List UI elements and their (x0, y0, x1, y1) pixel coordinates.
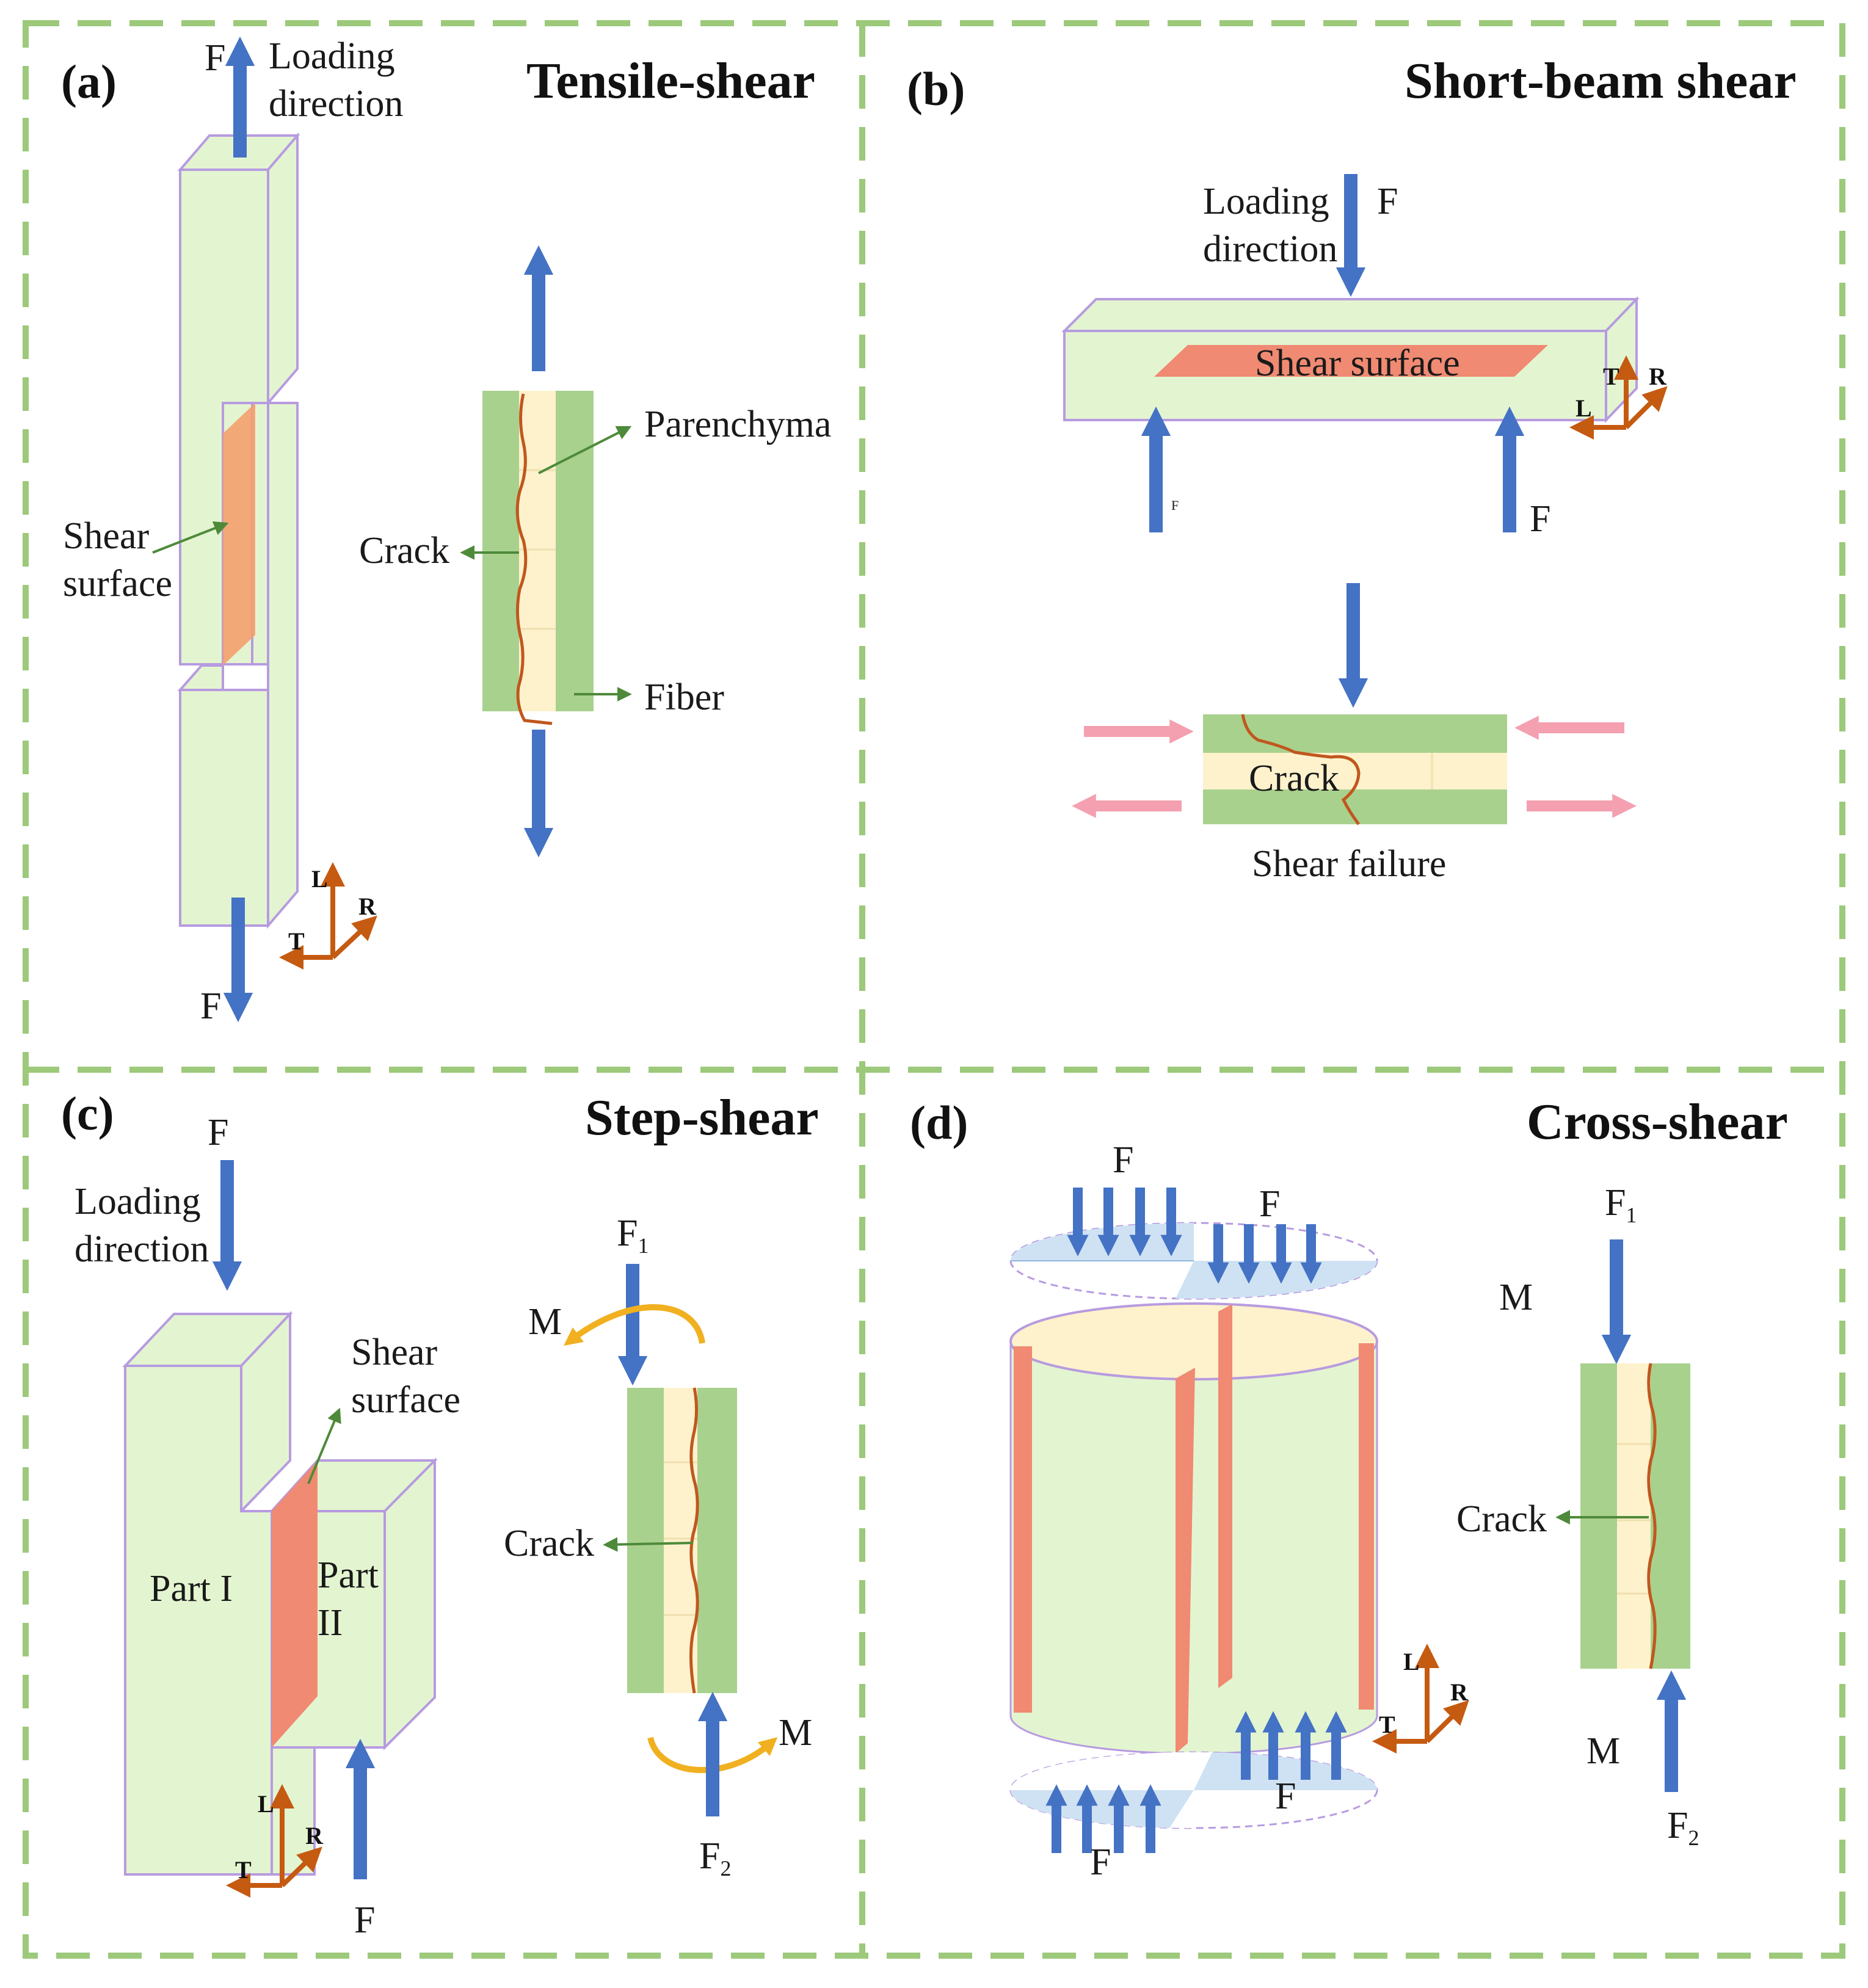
axis-l-label: L (311, 865, 328, 893)
part-one-label: Part I (150, 1568, 233, 1609)
panel-b-label: (b) (907, 62, 965, 115)
force-left-label-b: F (1171, 498, 1179, 513)
loading-direction-line1-b: Loading (1203, 181, 1329, 222)
axis-l-label-d: L (1403, 1648, 1420, 1675)
shear-failure-strip (1203, 714, 1507, 825)
force-right-label-b: F (1530, 498, 1550, 540)
m-top-label-c: M (528, 1301, 562, 1343)
axis-t-label-b: T (1603, 363, 1619, 390)
panel-b-title: Short-beam shear (1405, 53, 1797, 109)
parenchyma-leader (538, 426, 632, 474)
shear-surface-label: Shear surface (1255, 343, 1460, 384)
axis-triad-b (1569, 355, 1668, 440)
loading-direction-line1: Loading (269, 35, 395, 77)
crack-label-b: Crack (1249, 758, 1339, 799)
panel-d-title: Cross-shear (1527, 1094, 1788, 1150)
shear-surface-line1-c: Shear (351, 1332, 438, 1373)
axis-r-label-b: R (1649, 363, 1667, 390)
fiber-label: Fiber (644, 677, 724, 718)
crack-line-a (515, 393, 553, 725)
axis-triad-d (1372, 1644, 1469, 1754)
crack-label-a: Crack (359, 530, 449, 571)
top-load-arrows (1067, 1188, 1322, 1284)
f2-label-d: F2 (1667, 1805, 1699, 1850)
f1-label-d: F1 (1605, 1182, 1637, 1227)
force-bottom-label-c: F (354, 1899, 375, 1941)
axis-t-label: T (288, 927, 305, 955)
force-bottom-left-label-d: F (1090, 1841, 1111, 1883)
axis-triad-c (226, 1784, 322, 1898)
shear-surface-line2: surface (63, 563, 172, 604)
shear-surface-line2-c: surface (351, 1379, 460, 1421)
panel-c-title: Step-shear (585, 1089, 819, 1146)
axis-r-label-d: R (1450, 1678, 1469, 1706)
panel-c-label: (c) (61, 1087, 114, 1140)
m-top-label-d: M (1499, 1277, 1533, 1318)
part-two-line2: II (318, 1602, 343, 1644)
axis-l-label-c: L (258, 1790, 274, 1818)
shear-surface-line1: Shear (63, 515, 150, 557)
panel-b: (b) Short-beam shear Loading direction F… (907, 53, 1797, 885)
panel-frames (23, 20, 1845, 1959)
crack-label-d: Crack (1456, 1498, 1547, 1540)
parenchyma-label: Parenchyma (644, 404, 831, 445)
force-bottom-right-label-d: F (1275, 1776, 1296, 1817)
axis-t-label-d: T (1379, 1711, 1395, 1738)
axis-r-label: R (358, 893, 377, 920)
axis-triad-a (279, 862, 377, 970)
loading-direction-line2: direction (269, 83, 403, 125)
force-bottom-label: F (200, 985, 221, 1027)
force-top-label-b: F (1377, 181, 1398, 222)
shear-surface-leader-c (307, 1407, 341, 1484)
shear-surface-leader (152, 521, 229, 554)
shear-failure-label: Shear failure (1252, 843, 1446, 885)
axis-l-label-b: L (1575, 394, 1592, 422)
m-bottom-label-d: M (1586, 1730, 1620, 1772)
shear-surface-step (272, 1460, 318, 1747)
moment-top-arrow-c (564, 1304, 705, 1346)
f1-label-c: F1 (617, 1213, 649, 1258)
m-bottom-label-c: M (779, 1712, 812, 1754)
cross-shear-cylinder (1009, 1302, 1378, 1755)
f2-label-c: F2 (699, 1835, 731, 1881)
panel-a-label: (a) (61, 55, 117, 108)
panel-d: (d) Cross-shear F F (910, 1094, 1788, 1883)
shear-surface-patch (223, 403, 255, 666)
axis-t-label-c: T (235, 1856, 252, 1884)
loading-direction-line2-b: direction (1203, 228, 1337, 270)
crack-label-c: Crack (504, 1523, 594, 1564)
force-top-label: F (205, 37, 225, 79)
force-top-right-label-d: F (1259, 1183, 1280, 1225)
loading-direction-line1-c: Loading (75, 1181, 201, 1222)
loading-direction-line2-c: direction (75, 1228, 209, 1270)
panel-c: (c) Step-shear F Loading direction Shear… (61, 1087, 819, 1941)
moment-bottom-arrow-c (647, 1736, 778, 1774)
crack-line-b (1241, 714, 1361, 825)
panel-a-title: Tensile-shear (526, 53, 815, 109)
bottom-loading-disk (1009, 1751, 1378, 1829)
panel-d-label: (d) (910, 1096, 968, 1149)
force-top-left-label-d: F (1113, 1139, 1133, 1181)
crack-leader-c (603, 1537, 694, 1552)
top-loading-disk (1009, 1222, 1378, 1300)
shear-couple-arrows (1072, 716, 1637, 818)
crack-line-c (689, 1387, 699, 1694)
force-top-label-c: F (208, 1112, 228, 1153)
micro-strip-a (482, 391, 594, 725)
shear-surface-plane (1154, 345, 1548, 377)
micro-strip-c (627, 1387, 737, 1694)
axis-r-label-c: R (305, 1822, 324, 1849)
bottom-load-arrows (1045, 1711, 1347, 1853)
part-two-line1: Part (318, 1554, 379, 1596)
panel-a: (a) Tensile-shear F F Loading direction … (61, 35, 831, 1027)
crack-line-d (1647, 1363, 1657, 1669)
